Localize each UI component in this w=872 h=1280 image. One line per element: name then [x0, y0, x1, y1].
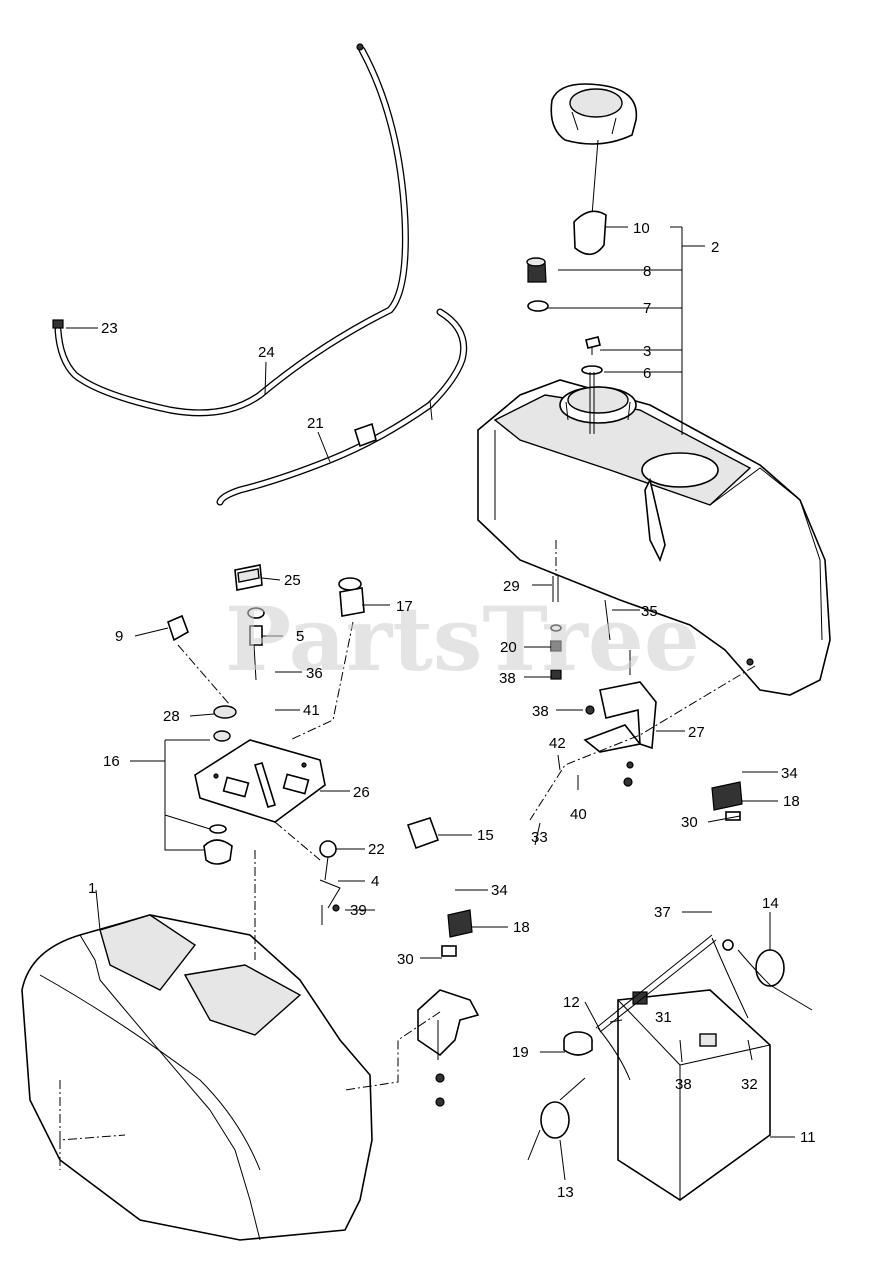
- label-31[interactable]: 31: [655, 1009, 672, 1026]
- label-23[interactable]: 23: [101, 320, 118, 337]
- label-38-c[interactable]: 38: [675, 1076, 692, 1093]
- callout-labels: 1 2 3 4 5 6 7 8 9 10 11 12 13 14 15 16 1…: [88, 220, 816, 1201]
- label-37[interactable]: 37: [654, 904, 671, 921]
- battery-cable-14[interactable]: [722, 939, 813, 1011]
- label-35[interactable]: 35: [641, 603, 658, 620]
- label-7[interactable]: 7: [643, 300, 651, 317]
- label-3[interactable]: 3: [643, 343, 651, 360]
- label-18-upper[interactable]: 18: [783, 793, 800, 810]
- tank-fittings[interactable]: [526, 257, 603, 434]
- plug-9[interactable]: [167, 614, 189, 642]
- label-15[interactable]: 15: [477, 827, 494, 844]
- label-38-a[interactable]: 38: [499, 670, 516, 687]
- solenoid-18-lower[interactable]: [441, 909, 473, 957]
- control-plate[interactable]: [194, 739, 326, 823]
- switch-17[interactable]: [338, 577, 365, 617]
- relay-15[interactable]: [406, 817, 440, 850]
- label-20[interactable]: 20: [500, 639, 517, 656]
- label-10[interactable]: 10: [633, 220, 650, 237]
- cover-19[interactable]: [563, 1031, 593, 1056]
- label-14[interactable]: 14: [762, 895, 779, 912]
- knob-5[interactable]: [247, 607, 265, 681]
- label-34-upper[interactable]: 34: [781, 765, 798, 782]
- label-6[interactable]: 6: [643, 365, 651, 382]
- switch-25[interactable]: [234, 564, 263, 591]
- label-12[interactable]: 12: [563, 994, 580, 1011]
- label-34-lower[interactable]: 34: [491, 882, 508, 899]
- watermark-text: PartsTree: [225, 587, 700, 691]
- label-40[interactable]: 40: [570, 806, 587, 823]
- leader-lines: [66, 226, 795, 1181]
- label-21[interactable]: 21: [307, 415, 324, 432]
- label-17[interactable]: 17: [396, 598, 413, 615]
- label-22[interactable]: 22: [368, 841, 385, 858]
- console-bracket[interactable]: [417, 989, 480, 1107]
- battery[interactable]: [617, 989, 771, 1201]
- battery-hold-down[interactable]: [595, 934, 749, 1081]
- label-11[interactable]: 11: [800, 1129, 816, 1146]
- label-41[interactable]: 41: [303, 702, 320, 719]
- label-39[interactable]: 39: [350, 902, 367, 919]
- label-28[interactable]: 28: [163, 708, 180, 725]
- label-5[interactable]: 5: [296, 628, 304, 645]
- label-25[interactable]: 25: [284, 572, 301, 589]
- fuel-line-24[interactable]: [52, 43, 409, 417]
- throttle-22[interactable]: [319, 840, 341, 925]
- dashed-guides: [59, 540, 756, 1170]
- label-19[interactable]: 19: [512, 1044, 529, 1061]
- console-housing[interactable]: [21, 914, 373, 1241]
- label-2[interactable]: 2: [711, 239, 719, 256]
- label-33[interactable]: 33: [531, 829, 548, 846]
- battery-cable-13[interactable]: [527, 1077, 586, 1161]
- label-24[interactable]: 24: [258, 344, 275, 361]
- label-36[interactable]: 36: [306, 665, 323, 682]
- label-13[interactable]: 13: [557, 1184, 574, 1201]
- label-4[interactable]: 4: [371, 873, 379, 890]
- solenoid-18-upper[interactable]: [711, 781, 743, 821]
- label-38-b[interactable]: 38: [532, 703, 549, 720]
- label-26[interactable]: 26: [353, 784, 370, 801]
- label-32[interactable]: 32: [741, 1076, 758, 1093]
- label-18-lower[interactable]: 18: [513, 919, 530, 936]
- label-16[interactable]: 16: [103, 753, 120, 770]
- fuel-line-21[interactable]: [216, 308, 468, 506]
- label-8[interactable]: 8: [643, 263, 651, 280]
- fuel-cap[interactable]: [550, 83, 638, 256]
- key-switch-16[interactable]: [203, 705, 237, 865]
- label-27[interactable]: 27: [688, 724, 705, 741]
- label-30-upper[interactable]: 30: [681, 814, 698, 831]
- fuel-tank[interactable]: [477, 379, 831, 696]
- label-9[interactable]: 9: [115, 628, 123, 645]
- tank-bracket[interactable]: [583, 599, 657, 787]
- label-1[interactable]: 1: [88, 880, 96, 897]
- label-29[interactable]: 29: [503, 578, 520, 595]
- label-30-lower[interactable]: 30: [397, 951, 414, 968]
- label-42[interactable]: 42: [549, 735, 566, 752]
- tank-hardware[interactable]: [550, 576, 562, 680]
